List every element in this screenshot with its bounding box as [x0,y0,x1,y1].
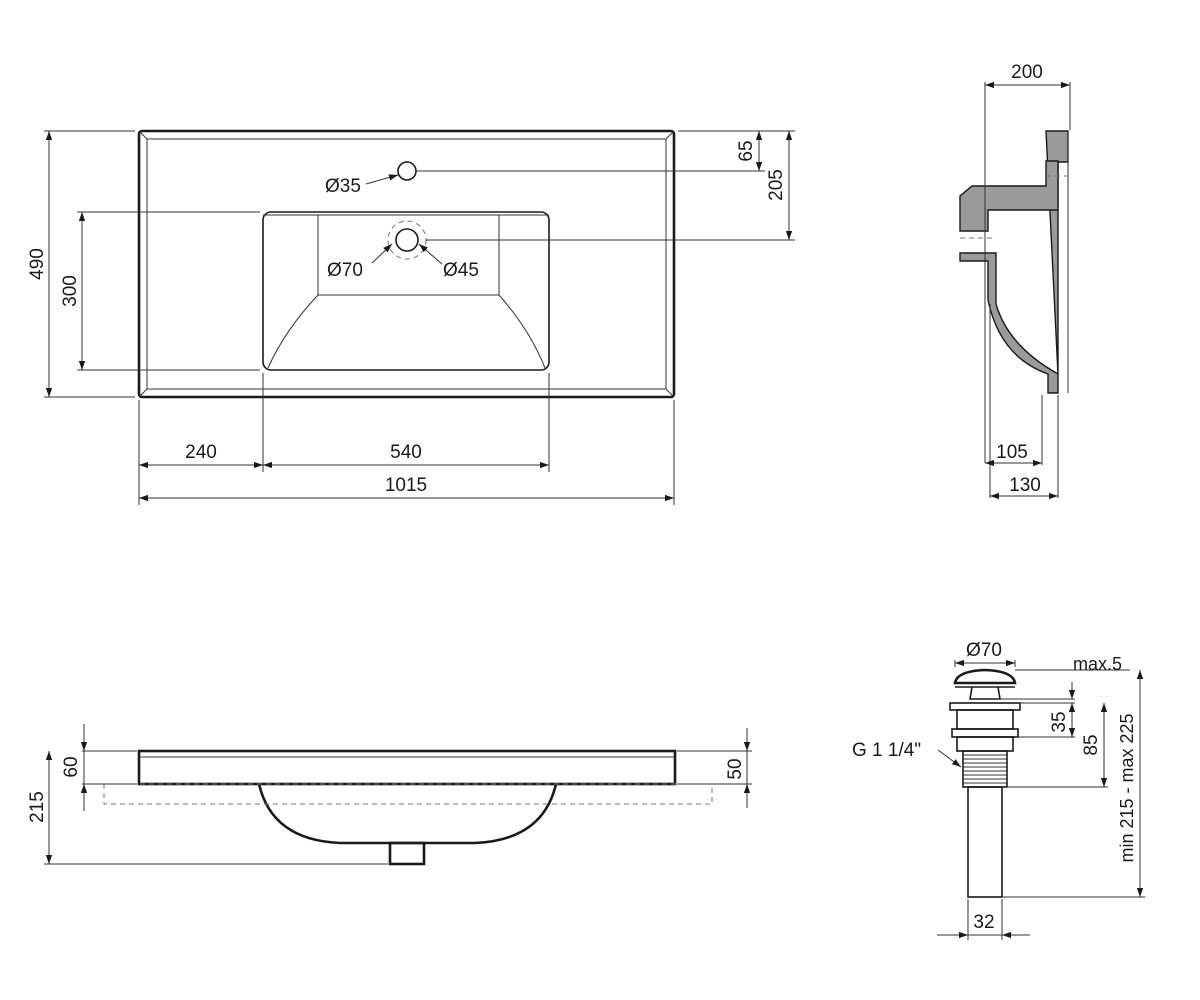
label-drain-inner-diameter: Ø45 [443,260,479,281]
front-rim [137,749,677,786]
basin-inner-rim [146,138,667,390]
label-valve-thread-height: 85 [1081,734,1102,755]
valve-thread [962,750,1008,788]
section-overflow-channel [959,160,1059,232]
section-profile [959,130,1069,394]
valve-nut [956,736,1014,752]
side-section: 200 105 130 [959,62,1071,500]
label-rim-thickness: 50 [725,758,746,779]
label-valve-flange-height: 35 [1049,711,1070,732]
label-valve-thread-spec: G 1 1/4" [852,740,921,761]
label-drain-offset: 205 [766,169,787,201]
valve-flange-top [949,702,1021,711]
label-bowl-width: 540 [390,442,422,463]
drain-valve: Ø70 max.5 35 85 min 215 - max 225 G 1 1/… [852,640,1145,940]
label-valve-cap-diameter: Ø70 [966,640,1002,661]
label-section-depth: 200 [1011,62,1043,83]
label-total-depth: 490 [27,248,48,280]
label-total-width: 1015 [385,475,427,496]
label-valve-length-range: min 215 - max 225 [1117,713,1137,862]
label-section-front: 105 [996,442,1028,463]
label-front-total-height: 215 [27,791,48,823]
label-valve-max-cap: max.5 [1073,654,1122,674]
front-view: 60 215 50 [27,724,752,866]
front-cabinet-outline [103,783,713,805]
top-view: 490 300 65 205 Ø35 Ø70 Ø45 240 540 1015 [27,129,795,505]
label-left-shelf: 240 [185,442,217,463]
drain-inner [395,228,419,252]
bowl-outline [262,211,550,371]
basin-outline [137,129,676,399]
valve-stem [969,686,1001,700]
tap-hole [397,161,417,181]
drain-outer [387,220,427,260]
label-drain-outer-diameter: Ø70 [327,260,363,281]
label-tap-hole-diameter: Ø35 [325,176,361,197]
front-drain-spigot [388,841,426,866]
front-bowl [257,783,558,845]
valve-cap [953,668,1017,685]
label-rim-height: 60 [61,756,82,777]
bowl-floor [317,214,500,296]
valve-thread-lines [963,754,1007,784]
valve-pipe [967,786,1003,898]
label-bowl-depth: 300 [60,275,81,307]
label-section-overflow: 130 [1009,475,1041,496]
valve-flange-ring [951,728,1019,738]
label-valve-pipe-diameter: 32 [973,912,994,933]
label-tap-hole-offset: 65 [736,140,757,161]
valve-flange-body [956,709,1014,730]
